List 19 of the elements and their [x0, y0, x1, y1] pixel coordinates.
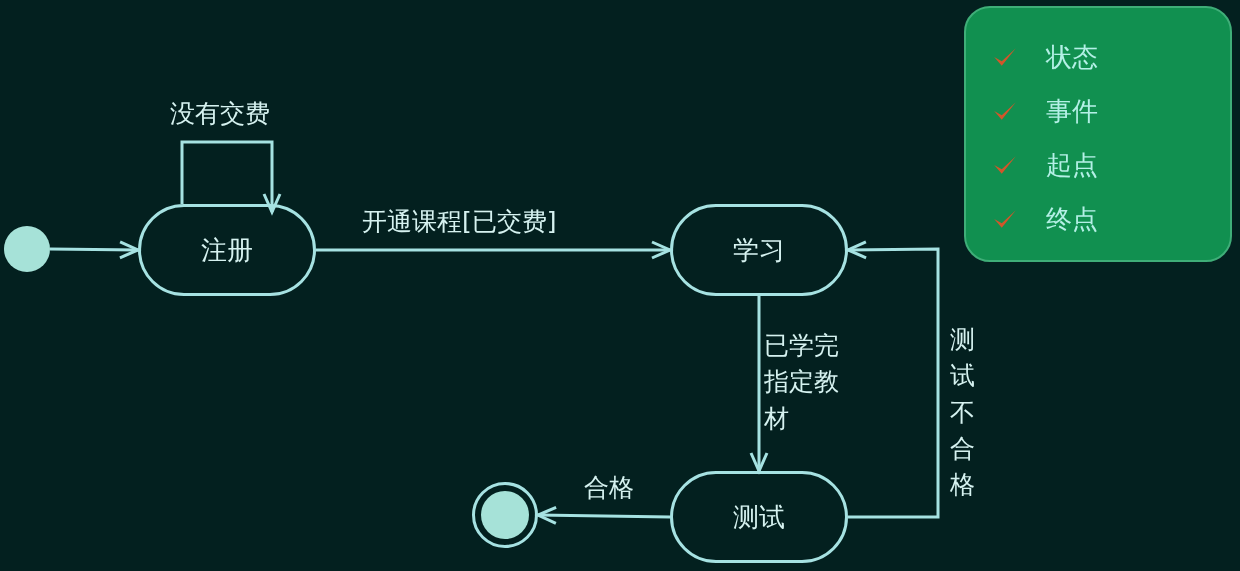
checklist-item: 状态 — [1046, 40, 1098, 74]
final-state — [472, 482, 538, 548]
checklist-item: 终点 — [1046, 202, 1098, 236]
checklist-panel — [964, 6, 1232, 262]
transition-arrow — [316, 240, 672, 260]
checklist-item: 事件 — [1046, 94, 1098, 128]
transition-arrow — [749, 296, 769, 473]
state-box — [138, 204, 316, 296]
initial-state — [4, 226, 50, 272]
state-box — [670, 204, 848, 296]
state-label: 注册 — [201, 233, 253, 267]
transition-arrow — [536, 505, 671, 525]
transition-arrow — [846, 240, 940, 519]
state-label: 测试 — [733, 500, 785, 534]
state-label: 学习 — [733, 233, 785, 267]
transition-arrow — [180, 140, 282, 214]
checklist-item: 起点 — [1046, 148, 1098, 182]
state-box — [670, 471, 848, 563]
transition-arrow — [50, 240, 140, 260]
